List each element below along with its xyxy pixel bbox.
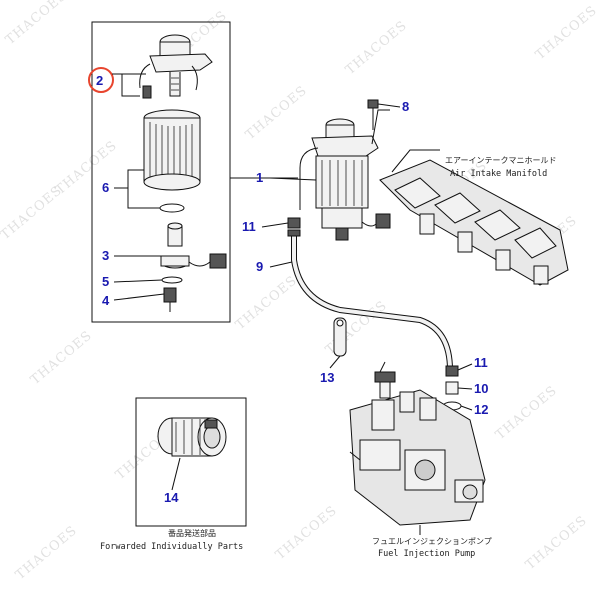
callout-6: 6 [102, 180, 109, 195]
callout-12: 12 [474, 402, 488, 417]
fuel-pipe-part [333, 317, 347, 357]
part-14-frame [135, 397, 247, 527]
hose-clip-part [445, 365, 459, 377]
exploded-view-frame [91, 21, 231, 323]
air-intake-label-jp: エアーインテークマニホールド [445, 156, 557, 165]
watermark-text: THACOES [28, 328, 95, 388]
callout-10: 10 [474, 381, 488, 396]
callout-3: 3 [102, 248, 109, 263]
watermark-text: THACOES [273, 503, 340, 563]
callout-14: 14 [164, 490, 179, 505]
callout-8: 8 [402, 99, 409, 114]
watermark-text: THACOES [533, 3, 600, 63]
callout-11-lower: 11 [474, 355, 488, 370]
leader-line [114, 169, 160, 209]
fuel-filter-assembly [299, 109, 391, 241]
callout-2-highlight-circle [88, 67, 114, 93]
watermark-text: THACOES [0, 183, 65, 243]
watermark-text: THACOES [53, 138, 120, 198]
forwarded-label-en: Forwarded Individually Parts [100, 542, 243, 552]
leader-line [269, 177, 317, 181]
fuel-injection-pump [349, 361, 486, 526]
forwarded-label-jp: 番品発送部品 [168, 528, 216, 538]
leader-line [391, 149, 440, 173]
sensor-connector [209, 253, 227, 269]
bolt-part [367, 99, 379, 130]
banjo-bolt-part [445, 381, 459, 395]
callout-11: 11 [242, 219, 256, 234]
leader-line [112, 73, 140, 97]
leader-line [113, 293, 165, 301]
assembly-connector [375, 213, 391, 229]
watermark-text: THACOES [523, 513, 590, 573]
watermark-text: THACOES [3, 0, 70, 48]
watermark-text: THACOES [13, 523, 80, 583]
leader-line [457, 363, 473, 371]
drain-plug [163, 287, 177, 303]
callout-5: 5 [102, 274, 109, 289]
leader-line [457, 387, 473, 390]
fuel-pump-label-jp: フュエルインジェクションポンプ [372, 537, 492, 546]
watermark-text: THACOES [493, 383, 560, 443]
air-intake-manifold [379, 159, 569, 286]
callout-9: 9 [256, 259, 263, 274]
leader-line [269, 261, 293, 268]
watermarks: THACOES THACOES THACOES THACOES THACOES … [0, 0, 600, 583]
leader-line [460, 405, 473, 411]
callout-4: 4 [102, 293, 110, 308]
callout-2: 2 [96, 73, 103, 88]
filter-head-part [139, 34, 213, 99]
leader-line [113, 279, 163, 283]
callout-1: 1 [256, 170, 263, 185]
hose-clip-part [287, 217, 301, 229]
watermark-text: THACOES [233, 273, 300, 333]
filter-element-part [143, 109, 201, 213]
watermark-text: THACOES [243, 83, 310, 143]
part-14 [157, 417, 227, 457]
air-intake-label-en: Air Intake Manifold [450, 169, 547, 179]
fuel-pump-label-en: Fuel Injection Pump [378, 549, 475, 559]
leader-line [329, 355, 341, 369]
watermark-text: THACOES [343, 18, 410, 78]
callout-13: 13 [320, 370, 334, 385]
leader-line [377, 103, 401, 108]
water-sensor-part [160, 222, 227, 312]
leader-line [261, 222, 289, 228]
air-vent-screw [142, 85, 152, 99]
fuel-hose [291, 236, 453, 371]
leader-line [171, 457, 181, 491]
